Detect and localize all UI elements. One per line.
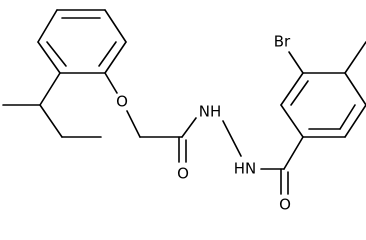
chemical-structure-diagram: O O NH HN O Br [2,9,366,214]
bond-phenyl-3 [104,41,127,74]
atom-label-amide-o-2: O [279,196,291,214]
bond-ring-to-methyl [344,41,366,74]
bond-ring2-4 [344,72,366,106]
bond-phenyl-5 [37,41,61,74]
sec-butyl-group [2,72,102,138]
bond-c1-to-n1 [181,117,197,138]
bond-phenyl-inner-3 [46,41,67,67]
bond-ring2-inner-2 [339,104,356,130]
ether-linkage [104,72,183,138]
atom-label-ether-o: O [116,93,128,111]
bond-o-to-ch2 [126,110,141,138]
bond-ch-to-ch2 [39,104,63,138]
bond-ring2-inner-1 [290,80,309,106]
atom-label-hn: HN [234,160,257,178]
bond-phenyl-6 [37,9,58,43]
bond-ring-to-ch [39,72,61,106]
atom-labels: O O NH HN O Br [116,33,291,214]
atom-label-amide-o-1: O [177,165,189,183]
atom-label-nh: NH [199,103,222,121]
bond-ring-to-o [104,72,118,94]
bond-ring2-2 [280,72,304,106]
bond-phenyl-inner-2 [98,41,117,67]
amide-carbonyl-1 [178,117,197,163]
bond-ring2-5 [344,104,366,138]
bond-n1-to-n2 [222,120,242,157]
phenyl-ring [37,9,127,74]
bond-ring2-1 [280,104,304,138]
bond-ring-to-br [288,51,304,74]
bond-c2-to-ring [283,136,304,170]
bromomethylphenyl-ring [280,41,366,138]
amide-carbonyl-2 [280,136,304,195]
atom-label-br: Br [274,33,291,51]
bond-phenyl-2 [104,9,127,43]
hydrazide-linkage [222,120,285,170]
